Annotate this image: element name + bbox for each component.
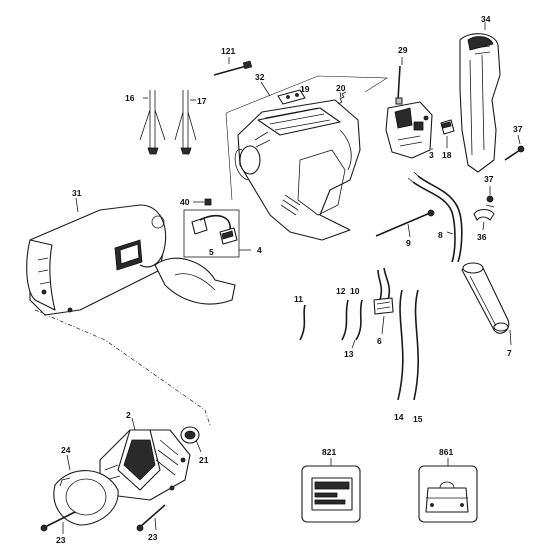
label-3: 3 <box>429 150 434 160</box>
part-10-wire <box>355 299 363 341</box>
label-15: 15 <box>413 414 423 424</box>
label-40: 40 <box>180 197 190 207</box>
label-29: 29 <box>398 45 408 55</box>
part-23-screw-a <box>40 511 76 534</box>
part-8-cable <box>407 171 463 263</box>
part-861-case-box <box>418 458 478 523</box>
label-37a: 37 <box>513 124 523 134</box>
label-6: 6 <box>377 336 382 346</box>
label-37b: 37 <box>484 174 494 184</box>
part-7-side-handle <box>461 262 512 346</box>
label-12: 12 <box>336 286 346 296</box>
part-19-plate <box>277 87 306 105</box>
part-2-field-motor <box>99 417 191 501</box>
part-11-wire <box>299 304 306 341</box>
part-21-bearing <box>180 426 202 453</box>
label-14: 14 <box>394 412 404 422</box>
label-23b: 23 <box>148 532 158 542</box>
part-821-label-box <box>301 458 361 523</box>
label-13: 13 <box>344 349 354 359</box>
label-7: 7 <box>507 348 512 358</box>
part-20-spring <box>337 91 347 105</box>
part-40-screw <box>193 198 212 206</box>
label-861: 861 <box>439 447 453 457</box>
label-17: 17 <box>197 96 207 106</box>
label-11: 11 <box>294 294 303 304</box>
part-32-housing <box>225 75 388 241</box>
label-36: 36 <box>477 232 487 242</box>
part-6-brush-holder <box>373 267 394 335</box>
label-32: 32 <box>255 72 265 82</box>
label-2: 2 <box>126 410 131 420</box>
part-12-wire <box>341 299 349 341</box>
leader-13 <box>351 339 356 349</box>
part-31-gear-housing <box>26 197 236 316</box>
part-37-screw-b <box>485 186 495 208</box>
label-21: 21 <box>199 455 209 465</box>
part-121-screw <box>213 57 253 76</box>
label-5: 5 <box>209 247 214 257</box>
part-34-handle <box>459 22 501 173</box>
part-15-wire <box>413 289 419 401</box>
label-31: 31 <box>72 188 82 198</box>
part-29-pin <box>395 57 403 105</box>
label-24: 24 <box>61 445 71 455</box>
part-14-wire <box>397 289 404 401</box>
part-18-block <box>440 119 455 148</box>
part-17-brush <box>174 90 197 155</box>
assembly-leader-line <box>34 309 211 426</box>
part-9-rod <box>375 209 435 238</box>
label-16: 16 <box>125 93 135 103</box>
part-4-5-capacitor-group <box>183 209 251 258</box>
label-9: 9 <box>406 238 411 248</box>
label-19: 19 <box>300 84 310 94</box>
label-20: 20 <box>336 83 346 93</box>
part-37-screw-a <box>504 134 525 161</box>
label-34: 34 <box>481 14 491 24</box>
part-23-screw-b <box>136 504 166 532</box>
label-821: 821 <box>322 447 336 457</box>
label-8: 8 <box>438 230 443 240</box>
label-4: 4 <box>257 245 262 255</box>
label-10: 10 <box>350 286 360 296</box>
label-121: 121 <box>221 46 235 56</box>
part-16-brush <box>139 90 166 155</box>
part-3-switch <box>385 101 433 159</box>
label-23a: 23 <box>56 535 66 545</box>
label-18: 18 <box>442 150 452 160</box>
part-36-clip <box>473 208 495 231</box>
part-24-baffle <box>53 454 119 526</box>
